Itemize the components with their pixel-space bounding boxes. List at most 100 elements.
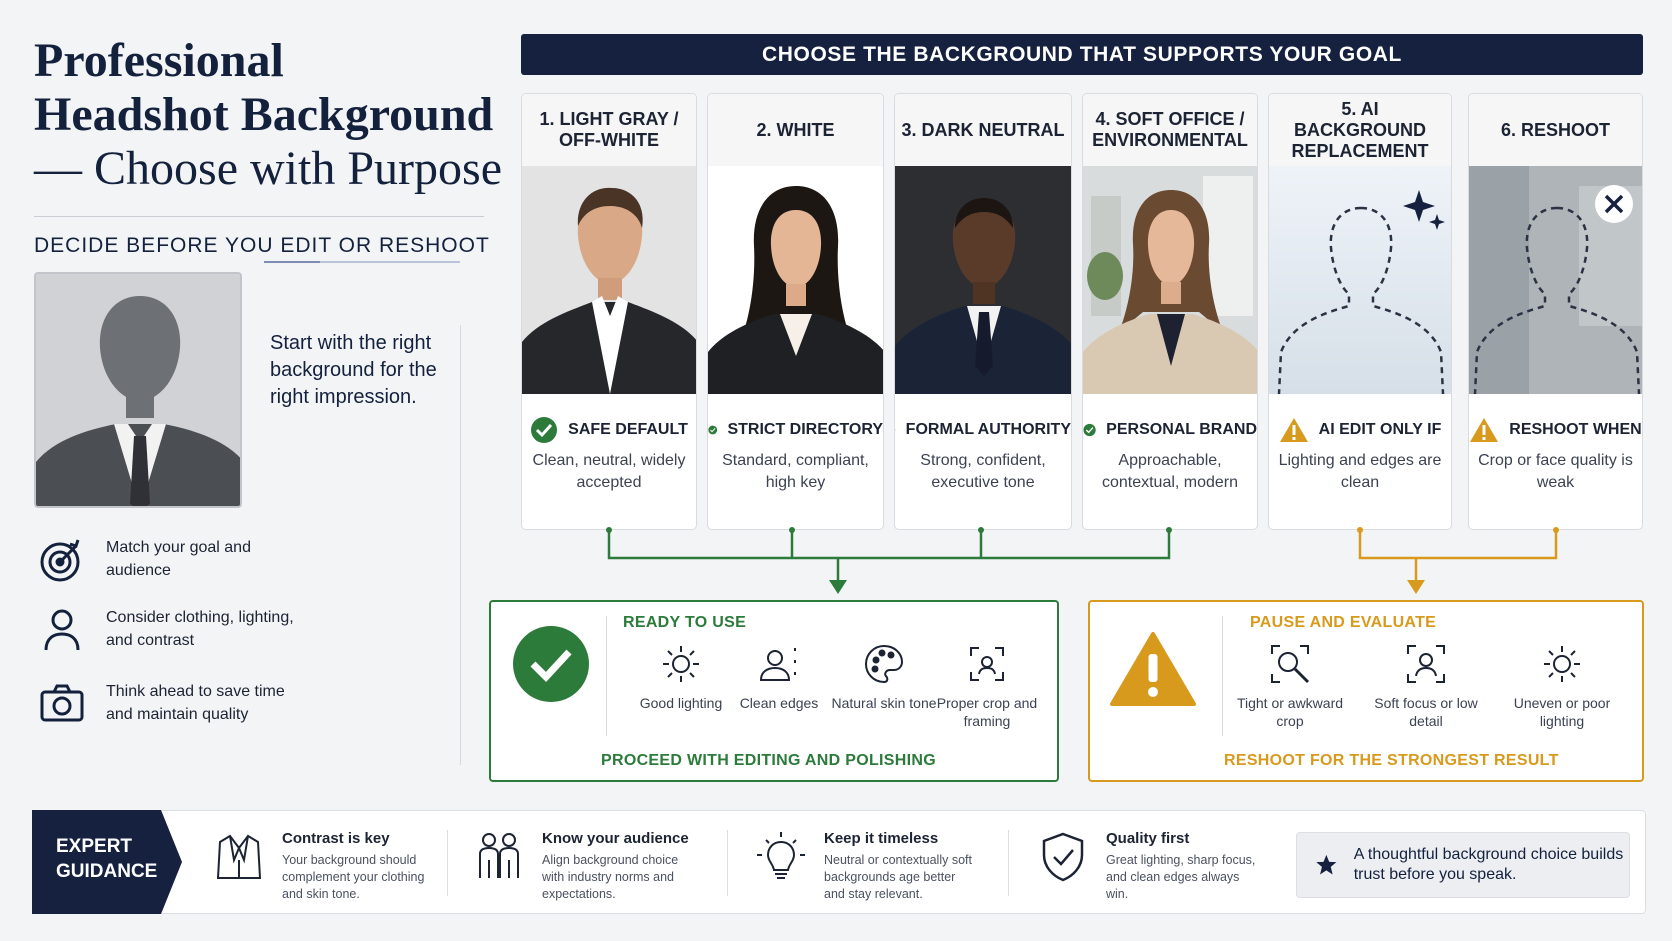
- guidance-divider: [727, 830, 728, 896]
- title-divider: [34, 216, 484, 217]
- panel-divider: [1222, 616, 1223, 736]
- big-warning-icon: [1110, 632, 1196, 706]
- card-tag-label: SAFE DEFAULT: [568, 421, 688, 438]
- criteria-item: Tight or awkward crop: [1230, 642, 1350, 730]
- card-tag-label: STRICT DIRECTORY: [727, 421, 883, 438]
- sparkle-icon: [1403, 190, 1445, 230]
- green-connector-dots: [606, 527, 1172, 533]
- card-tag: PERSONAL BRAND: [1083, 416, 1257, 444]
- amber-connector: [1358, 530, 1558, 584]
- criteria-item: Proper crop and framing: [927, 642, 1047, 730]
- green-arrow-icon: [829, 580, 847, 594]
- card-title: 3. DARK NEUTRAL: [895, 94, 1071, 166]
- guidance-heading: Quality first: [1106, 830, 1190, 847]
- guidance-divider: [447, 830, 448, 896]
- amber-arrow-icon: [1407, 580, 1425, 594]
- shield-check-icon: [1036, 830, 1090, 884]
- zoom-crop-icon: [1268, 642, 1312, 686]
- blazer-icon: [212, 830, 266, 884]
- criteria-label: Uneven or poor lighting: [1513, 695, 1611, 729]
- headshot-photo: [708, 166, 883, 394]
- green-connector: [607, 530, 1171, 584]
- guidance-body: Great lighting, sharp focus, and clean e…: [1106, 853, 1256, 901]
- sun-icon: [1540, 642, 1584, 686]
- option-card-dark-neutral[interactable]: 3. DARK NEUTRAL FORMAL AUTHORITY Strong,…: [894, 93, 1072, 530]
- option-card-white[interactable]: 2. WHITE STRICT DIRECTORY Standard, comp…: [707, 93, 884, 530]
- title-line-1: Professional: [34, 34, 284, 87]
- closing-quote-text: A thoughtful background choice builds tr…: [1353, 846, 1624, 883]
- guidance-item: Contrast is key Your background should c…: [212, 830, 432, 903]
- card-title: 4. SOFT OFFICE / ENVIRONMENTAL: [1083, 94, 1257, 166]
- card-description: Strong, confident, executive tone: [920, 452, 1046, 491]
- big-check-icon: [513, 626, 589, 702]
- title-line-3: — Choose with Purpose: [34, 142, 502, 195]
- headshot-photo: [1083, 166, 1257, 394]
- card-title: 6. RESHOOT: [1469, 94, 1642, 166]
- guidance-body: Your background should complement your c…: [282, 853, 425, 901]
- intro-text: Start with the right background for the …: [270, 332, 437, 408]
- option-card-light-gray[interactable]: 1. LIGHT GRAY / OFF-WHITE SAFE DEFAULT C…: [521, 93, 697, 530]
- edge-person-icon: [757, 642, 801, 686]
- card-tag-label: PERSONAL BRAND: [1106, 421, 1257, 438]
- panel-title: READY TO USE: [623, 614, 747, 631]
- option-card-soft-office[interactable]: 4. SOFT OFFICE / ENVIRONMENTAL PERSONAL …: [1082, 93, 1258, 530]
- option-card-ai-replacement[interactable]: 5. AI BACKGROUND REPLACEMENT AI EDIT ONL…: [1268, 93, 1452, 530]
- subtitle-underline: [264, 261, 322, 263]
- page-title: Professional Headshot Background — Choos…: [34, 34, 504, 196]
- card-tag-label: FORMAL AUTHORITY: [905, 421, 1071, 438]
- guidance-body: Align background choice with industry no…: [542, 853, 679, 901]
- expert-guidance-label: EXPERT GUIDANCE: [32, 810, 182, 914]
- card-description: Crop or face quality is weak: [1478, 452, 1633, 491]
- guidance-heading: Keep it timeless: [824, 830, 939, 847]
- criteria-label: Natural skin tone: [831, 695, 937, 711]
- audience-icon: [472, 830, 526, 884]
- tip-text: Consider clothing, lighting, and contras…: [106, 609, 294, 649]
- check-circle-icon: [531, 417, 558, 443]
- card-title: 1. LIGHT GRAY / OFF-WHITE: [522, 94, 696, 166]
- card-description: Clean, neutral, widely accepted: [532, 452, 686, 491]
- card-tag: RESHOOT WHEN: [1469, 416, 1642, 444]
- placeholder-photo: [1269, 166, 1451, 394]
- card-title: 5. AI BACKGROUND REPLACEMENT: [1269, 94, 1451, 166]
- section-header: CHOOSE THE BACKGROUND THAT SUPPORTS YOUR…: [521, 34, 1643, 75]
- criteria-item: Good lighting: [621, 642, 741, 712]
- amber-connector-dots: [1357, 527, 1559, 533]
- headshot-photo: [895, 166, 1071, 394]
- guidance-divider: [1008, 830, 1009, 896]
- section-subtitle: DECIDE BEFORE YOU EDIT OR RESHOOT: [34, 234, 490, 257]
- card-tag-label: RESHOOT WHEN: [1509, 421, 1642, 438]
- card-tag: FORMAL AUTHORITY: [895, 416, 1071, 444]
- guidance-body: Neutral or contextually soft backgrounds…: [824, 853, 972, 901]
- silhouette-portrait: [34, 272, 242, 508]
- criteria-item: Natural skin tone: [824, 642, 944, 712]
- warning-icon: [1470, 418, 1499, 442]
- headshot-photo: [522, 166, 696, 394]
- criteria-item: Soft focus or low detail: [1366, 642, 1486, 730]
- lightbulb-icon: [754, 830, 808, 884]
- card-description: Standard, compliant, high key: [722, 452, 869, 491]
- card-title: 2. WHITE: [708, 94, 883, 166]
- pause-evaluate-panel: PAUSE AND EVALUATE Tight or awkward crop…: [1088, 600, 1644, 782]
- title-line-2: Headshot Background: [34, 88, 494, 141]
- check-circle-icon: [708, 425, 718, 435]
- column-divider: [460, 325, 461, 765]
- camera-icon: [38, 680, 86, 728]
- target-icon: [38, 536, 86, 584]
- ready-to-use-panel: READY TO USE Good lighting Clean edges N…: [489, 600, 1059, 782]
- criteria-label: Good lighting: [639, 695, 723, 711]
- star-icon: [1316, 854, 1337, 875]
- crop-frame-icon: [965, 642, 1009, 686]
- person-icon: [38, 606, 86, 654]
- option-card-reshoot[interactable]: 6. RESHOOT RESHOOT WHEN Crop or face qua…: [1468, 93, 1643, 530]
- guidance-item: Keep it timeless Neutral or contextually…: [754, 830, 974, 903]
- closing-quote: A thoughtful background choice builds tr…: [1296, 832, 1630, 898]
- criteria-label: Proper crop and framing: [936, 695, 1038, 729]
- card-description: Approachable, contextual, modern: [1101, 452, 1239, 491]
- card-tag: STRICT DIRECTORY: [708, 416, 883, 444]
- card-tag-label: AI EDIT ONLY IF: [1318, 421, 1442, 438]
- card-description: Lighting and edges are clean: [1278, 452, 1442, 491]
- criteria-label: Clean edges: [739, 695, 819, 711]
- criteria-item: Uneven or poor lighting: [1502, 642, 1622, 730]
- criteria-label: Soft focus or low detail: [1374, 695, 1478, 729]
